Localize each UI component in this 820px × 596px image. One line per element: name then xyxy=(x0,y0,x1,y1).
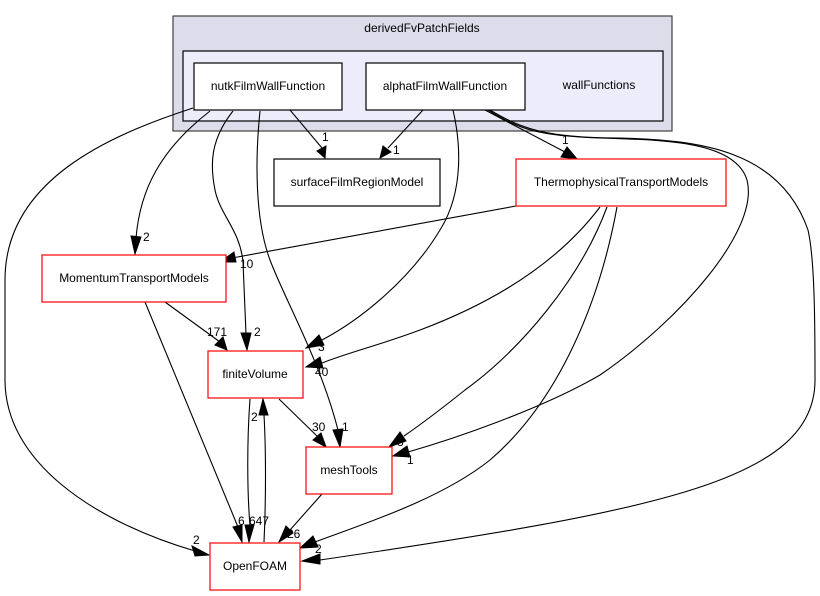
arrowhead xyxy=(304,356,324,369)
edge-thermo-finiteVolume[interactable] xyxy=(321,206,601,364)
edge-nutk-momentum[interactable] xyxy=(135,110,211,239)
edge-label: 2 xyxy=(251,410,258,424)
cluster-wallFunctions-label: wallFunctions xyxy=(562,78,636,92)
arrowhead xyxy=(312,432,327,449)
node-box xyxy=(305,446,393,495)
node-box xyxy=(515,158,727,207)
edge-nutk-meshTools[interactable] xyxy=(256,110,339,431)
edge-label: 6 xyxy=(238,514,245,528)
arrowhead xyxy=(300,553,321,565)
node-label: ThermophysicalTransportModels xyxy=(534,175,708,189)
edge-label: 647 xyxy=(249,514,269,528)
node-OpenFOAM[interactable]: OpenFOAM xyxy=(209,542,301,591)
arrowhead xyxy=(130,235,142,256)
edge-label: 1 xyxy=(393,143,400,157)
edge-label: 2 xyxy=(193,533,200,547)
arrowhead xyxy=(304,334,325,349)
edge-alphat-finiteVolume[interactable] xyxy=(321,109,460,341)
edge-label: 2 xyxy=(315,542,322,556)
edge-thermo-momentum[interactable] xyxy=(231,205,517,259)
arrowhead xyxy=(240,332,252,352)
edge-label: 10 xyxy=(240,257,254,271)
node-label: OpenFOAM xyxy=(223,559,287,573)
arrowhead xyxy=(332,428,344,449)
edge-label: 1 xyxy=(342,420,349,434)
node-surfaceFilmRegionModel[interactable]: surfaceFilmRegionModel xyxy=(273,158,441,207)
arrowhead xyxy=(391,445,411,458)
node-MomentumTransportModels[interactable]: MomentumTransportModels xyxy=(41,254,227,303)
arrowhead xyxy=(244,524,255,544)
edge-finiteVolume-meshTools[interactable] xyxy=(278,398,319,438)
edge-thermo-openfoam[interactable] xyxy=(314,206,618,543)
node-box xyxy=(193,62,343,111)
node-meshTools[interactable]: meshTools xyxy=(305,446,393,495)
edge-meshTools-openfoam[interactable] xyxy=(289,493,323,531)
node-label: surfaceFilmRegionModel xyxy=(291,175,424,189)
node-box xyxy=(207,350,304,399)
edge-label: 3 xyxy=(318,340,325,354)
node-ThermophysicalTransportModels[interactable]: ThermophysicalTransportModels xyxy=(515,158,727,207)
edge-label: 1 xyxy=(322,130,329,144)
edge-momentum-finiteVolume[interactable] xyxy=(164,301,221,343)
node-label: MomentumTransportModels xyxy=(59,271,209,285)
edge-label: 2 xyxy=(254,325,261,339)
arrowhead xyxy=(277,525,294,544)
edge-nutk-finiteVolume[interactable] xyxy=(211,110,247,335)
arrowhead xyxy=(191,544,211,557)
edge-openfoam-finiteVolume[interactable] xyxy=(263,414,267,543)
edge-thermo-meshTools[interactable] xyxy=(403,206,608,437)
node-label: nutkFilmWallFunction xyxy=(211,79,325,93)
edge-label: 30 xyxy=(312,420,326,434)
arrowhead xyxy=(214,336,228,351)
node-label: finiteVolume xyxy=(222,367,288,381)
edge-nutk-openfoam[interactable] xyxy=(4,107,196,552)
edge-label: 40 xyxy=(315,365,329,379)
edge-alphat-surfaceFilm[interactable] xyxy=(387,109,424,149)
arrowhead xyxy=(298,535,319,549)
edge-label: 26 xyxy=(287,527,301,541)
node-label: meshTools xyxy=(320,463,377,477)
node-alphatFilmWallFunction[interactable]: alphatFilmWallFunction xyxy=(365,62,526,111)
edges: 1 1 1 2 10 171 2 3 40 xyxy=(4,107,816,565)
edge-momentum-openfoam[interactable] xyxy=(144,301,239,528)
edge-label: 3 xyxy=(397,435,404,449)
arrowhead xyxy=(316,145,327,160)
arrowhead xyxy=(387,431,407,449)
edge-label: 1 xyxy=(407,453,414,467)
node-box xyxy=(273,158,441,207)
node-label: alphatFilmWallFunction xyxy=(383,79,507,93)
node-nutkFilmWallFunction[interactable]: nutkFilmWallFunction xyxy=(193,62,343,111)
edge-label: 2 xyxy=(143,230,150,244)
edge-finiteVolume-openfoam[interactable] xyxy=(247,398,251,527)
edge-alphat-thermo[interactable] xyxy=(484,109,566,153)
cluster-derivedFvPatchFields-label: derivedFvPatchFields xyxy=(364,21,479,35)
arrowhead xyxy=(560,146,579,160)
arrowhead xyxy=(258,397,269,416)
node-box xyxy=(41,254,227,303)
edge-alphat-openfoam[interactable] xyxy=(319,109,816,561)
edge-label: 171 xyxy=(207,325,227,339)
edge-nutk-surfaceFilm[interactable] xyxy=(289,109,323,149)
arrowhead xyxy=(379,145,392,159)
node-box xyxy=(365,62,526,111)
edge-label: 1 xyxy=(562,133,569,147)
node-box xyxy=(209,542,301,591)
arrowhead xyxy=(232,524,243,544)
node-finiteVolume[interactable]: finiteVolume xyxy=(207,350,304,399)
